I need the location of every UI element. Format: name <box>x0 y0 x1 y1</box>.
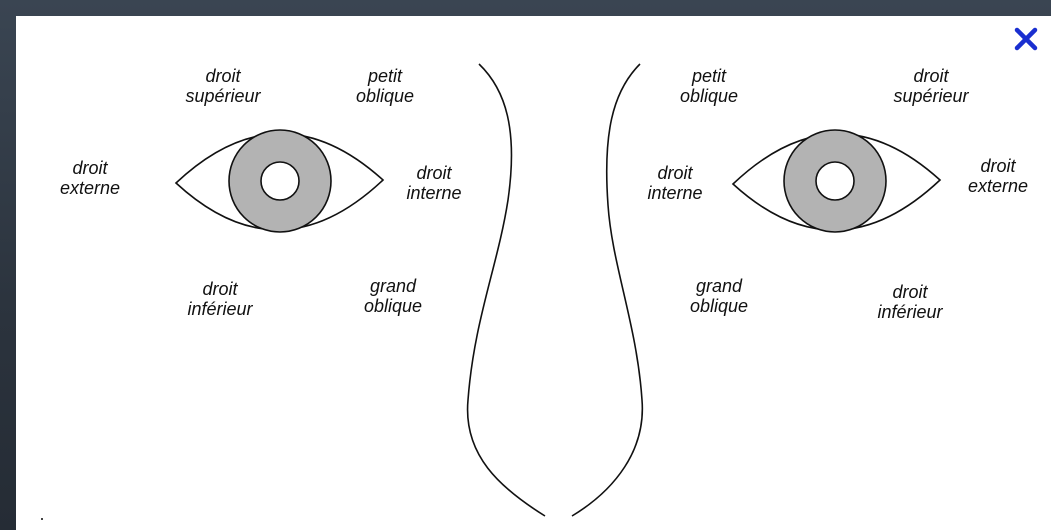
close-icon <box>1011 24 1041 54</box>
left-eye-pupil <box>261 162 299 200</box>
nose-left-line <box>468 64 545 516</box>
left-eye <box>176 130 383 232</box>
stray-dot <box>41 518 43 520</box>
close-button[interactable] <box>1011 24 1041 54</box>
right-eye <box>733 130 940 232</box>
right-eye-pupil <box>816 162 854 200</box>
nose-right-line <box>572 64 642 516</box>
